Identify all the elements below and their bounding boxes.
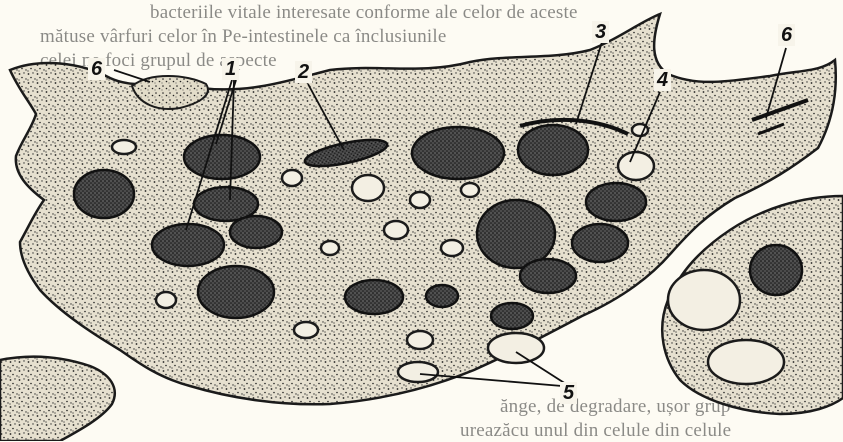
inclusion [74,170,134,218]
vacuole [668,270,740,330]
callout-label-3: 3 [592,21,609,43]
vacuole [410,192,430,208]
vacuole [352,175,384,201]
callout-label-5: 5 [560,382,577,404]
callout-label-4: 4 [654,69,671,91]
neighbour-cell-bottom-left [0,357,115,441]
vacuole [398,362,438,382]
vacuole [441,240,463,256]
inclusion [572,224,628,262]
inclusion [152,224,224,266]
callout-label-1: 1 [222,58,239,80]
vacuole [112,140,136,154]
inclusion [477,200,555,268]
callout-label-2: 2 [295,61,312,83]
callout-label-6-right: 6 [778,24,795,46]
vacuole [461,183,479,197]
vacuole [384,221,408,239]
vacuole [282,170,302,186]
vacuole [294,322,318,338]
inclusion [198,266,274,318]
vacuole [618,152,654,180]
vacuole [407,331,433,349]
vacuole [156,292,176,308]
inclusion [426,285,458,307]
inclusion [491,303,533,329]
inclusion [750,245,802,295]
vacuole [708,340,784,384]
inclusion [586,183,646,221]
inclusion [345,280,403,314]
vacuole [321,241,339,255]
callout-label-6-left: 6 [88,58,105,80]
vacuole [488,333,544,363]
leader-line-5a [516,352,566,384]
inclusion [518,125,588,175]
inclusion [520,259,576,293]
inclusion [412,127,504,179]
inclusion [184,135,260,179]
inclusion [230,216,282,248]
